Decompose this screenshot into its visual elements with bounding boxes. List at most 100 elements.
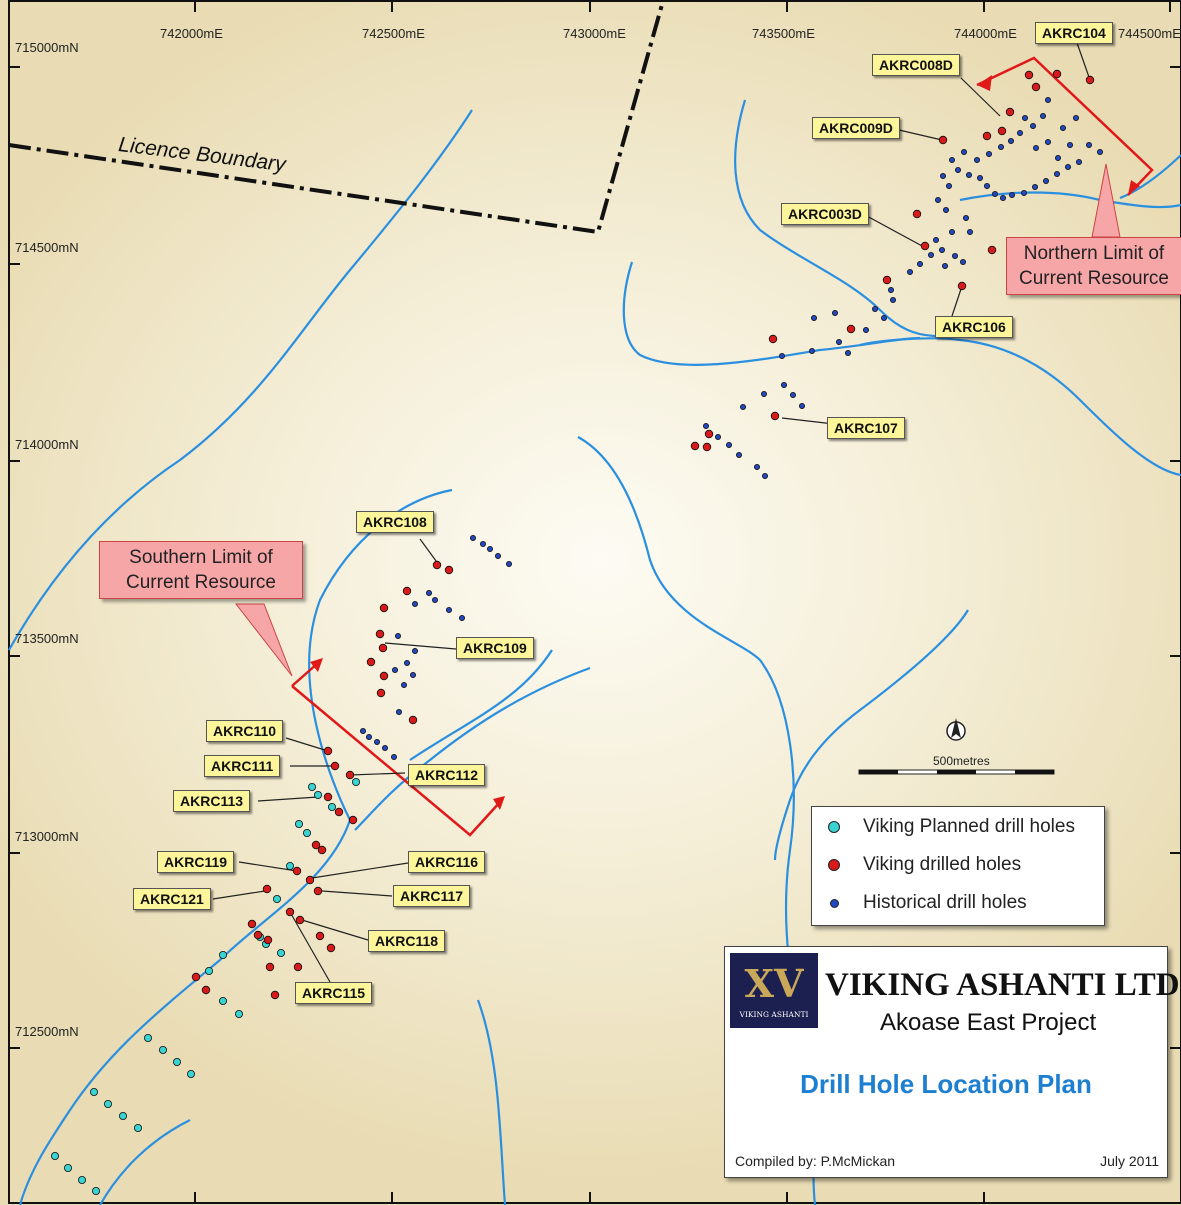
historical-drill-hole xyxy=(977,174,984,181)
drilled-hole xyxy=(1085,75,1095,85)
callout-akrc115: AKRC115 xyxy=(295,982,373,1004)
callout-akrc003d: AKRC003D xyxy=(781,203,869,225)
drilled-hole xyxy=(270,990,280,1000)
planned-drill-hole xyxy=(104,1100,113,1109)
historical-drill-hole xyxy=(381,745,388,752)
drilled-hole xyxy=(912,209,922,219)
historical-drill-hole xyxy=(411,601,418,608)
planned-drill-hole xyxy=(218,997,227,1006)
historical-drill-hole xyxy=(1073,115,1080,122)
callout-akrc104: AKRC104 xyxy=(1035,22,1113,44)
south-limit-line1: Southern Limit of xyxy=(129,547,273,568)
historical-drill-hole xyxy=(1017,129,1024,136)
drilled-hole xyxy=(997,126,1007,136)
drilled-hole xyxy=(402,586,412,596)
planned-drill-hole xyxy=(186,1070,195,1079)
south-limit-box: Southern Limit of Current Resource xyxy=(99,541,303,599)
company-name: VIKING ASHANTI LTD xyxy=(825,967,1180,1003)
northing-label: 714500mN xyxy=(15,240,79,255)
northing-label: 713000mN xyxy=(15,829,79,844)
south-limit-pointer xyxy=(234,603,293,677)
drilled-hole xyxy=(882,275,892,285)
plan-title: Drill Hole Location Plan xyxy=(800,1069,1092,1099)
historical-drill-hole xyxy=(762,472,769,479)
historical-drill-hole xyxy=(949,156,956,163)
project-name: Akoase East Project xyxy=(880,1009,1097,1036)
historical-drill-hole xyxy=(872,305,879,312)
easting-label: 743000mE xyxy=(563,26,626,41)
river-ne-east xyxy=(859,337,1181,477)
planned-drill-hole xyxy=(158,1046,167,1055)
drilled-hole xyxy=(987,245,997,255)
planned-drill-hole xyxy=(234,1010,243,1019)
drilled-hole xyxy=(345,770,355,780)
historical-drill-hole xyxy=(1021,189,1028,196)
drilled-hole xyxy=(326,943,336,953)
historical-drill-hole xyxy=(754,463,761,470)
historical-drill-hole xyxy=(1045,138,1052,145)
river-south-trib xyxy=(354,666,591,831)
river-ne-right xyxy=(1119,154,1181,200)
planned-drill-hole xyxy=(92,1187,101,1196)
north-arrow-icon xyxy=(946,718,966,741)
grid-ticks xyxy=(9,1,1181,1203)
logo-subtitle: VIKING ASHANTI xyxy=(739,1010,809,1019)
historical-drill-hole xyxy=(809,347,816,354)
callout-akrc110: AKRC110 xyxy=(206,720,284,742)
compiled-by: Compiled by: P.McMickan xyxy=(735,1153,896,1169)
historical-drill-hole xyxy=(479,541,486,548)
callout-akrc111: AKRC111 xyxy=(204,755,281,777)
historical-drill-hole xyxy=(391,667,398,674)
river-east-low xyxy=(773,609,969,861)
drilled-hole xyxy=(323,792,333,802)
historical-drill-hole xyxy=(411,648,418,655)
drilled-hole xyxy=(1024,70,1034,80)
river-bottom-left xyxy=(99,1119,191,1205)
historical-drill-hole xyxy=(939,246,946,253)
drilled-hole xyxy=(1005,107,1015,117)
scale-bar xyxy=(858,769,1055,775)
callout-akrc108: AKRC108 xyxy=(356,511,434,533)
historical-drill-hole xyxy=(942,262,949,269)
planned-drill-hole xyxy=(313,791,322,800)
historical-drill-hole xyxy=(955,166,962,173)
drilled-hole xyxy=(247,919,257,929)
planned-drill-hole xyxy=(218,951,227,960)
drilled-hole xyxy=(1052,69,1062,79)
drilled-hole xyxy=(690,441,700,451)
historical-drill-hole xyxy=(431,597,438,604)
drilled-hole xyxy=(938,135,948,145)
drilled-hole xyxy=(957,281,967,291)
historical-drill-hole xyxy=(395,709,402,716)
drilled-hole xyxy=(444,565,454,575)
logo-mark-icon: XV xyxy=(744,961,804,1006)
historical-drill-hole xyxy=(1065,163,1072,170)
callout-akrc118: AKRC118 xyxy=(368,930,446,952)
historical-drill-hole xyxy=(917,260,924,267)
historical-drill-hole xyxy=(740,403,747,410)
drilled-hole xyxy=(1031,82,1041,92)
historical-drill-hole xyxy=(863,326,870,333)
planned-drill-hole xyxy=(172,1058,181,1067)
drilled-hole xyxy=(704,429,714,439)
planned-drill-hole xyxy=(285,862,294,871)
company-logo: XV VIKING ASHANTI xyxy=(730,953,818,1028)
planned-drill-hole xyxy=(119,1112,128,1121)
planned-drill-hole xyxy=(307,783,316,792)
callout-akrc121: AKRC121 xyxy=(133,888,211,910)
northing-label: 715000mN xyxy=(15,40,79,55)
historical-drill-hole xyxy=(799,402,806,409)
historical-drill-hole xyxy=(726,441,733,448)
drilled-hole xyxy=(317,845,327,855)
historical-drill-hole xyxy=(394,633,401,640)
historical-drill-hole xyxy=(811,314,818,321)
callout-akrc116: AKRC116 xyxy=(408,851,486,873)
drilled-hole xyxy=(379,603,389,613)
historical-drill-hole xyxy=(403,660,410,667)
historical-drill-hole xyxy=(1033,144,1040,151)
callout-akrc008d: AKRC008D xyxy=(872,54,960,76)
drilled-hole xyxy=(285,907,295,917)
legend-planned-label: Viking Planned drill holes xyxy=(863,816,1075,837)
historical-drill-hole xyxy=(790,391,797,398)
